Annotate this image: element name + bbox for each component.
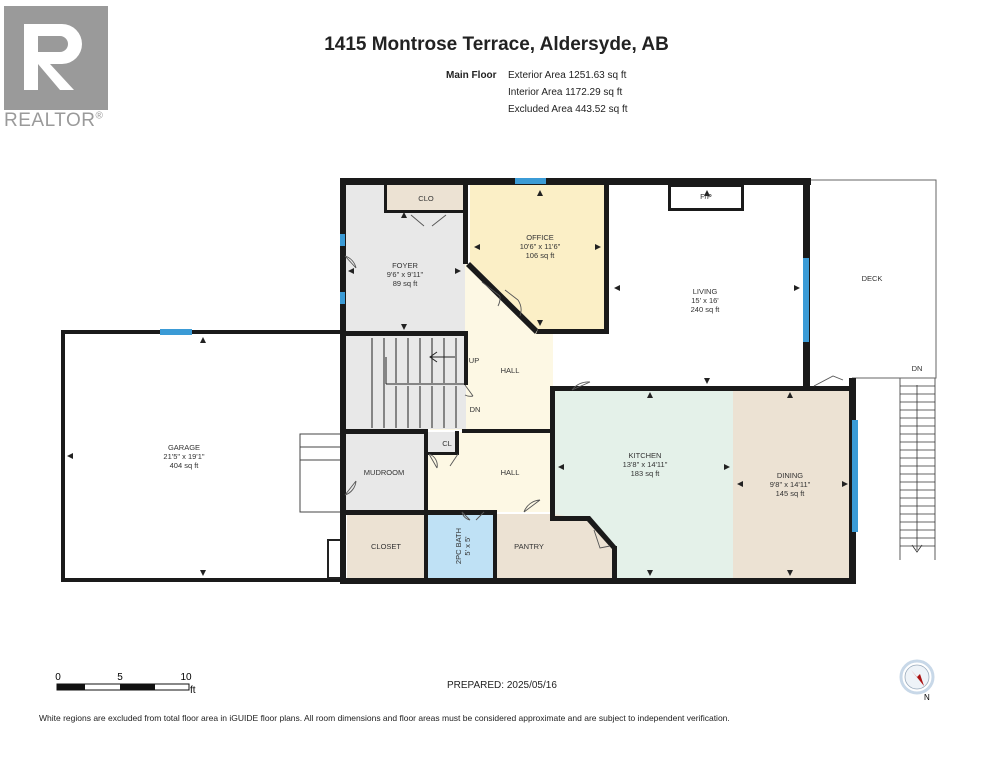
hall-lower-label: HALL xyxy=(501,468,520,477)
stairs-lines xyxy=(371,338,466,428)
dining-room xyxy=(733,388,853,578)
garage-walls xyxy=(61,329,344,582)
dining-label: DINING xyxy=(777,471,803,480)
foyer-area: 89 sq ft xyxy=(393,279,419,288)
kitchen-label: KITCHEN xyxy=(629,451,662,460)
bath-room xyxy=(426,514,493,578)
clo-label: CLO xyxy=(418,194,434,203)
stairs-area xyxy=(344,333,466,429)
garage-label: GARAGE xyxy=(168,443,200,452)
foyer-room xyxy=(344,184,465,333)
foyer-dims: 9'6" x 9'11" xyxy=(387,270,424,279)
office-label: OFFICE xyxy=(526,233,554,242)
interior-area: Interior Area 1172.29 sq ft xyxy=(508,87,623,98)
office-room xyxy=(470,184,606,331)
scale-bar: 0 5 10 ft xyxy=(55,672,196,696)
compass-icon: N xyxy=(899,659,935,702)
scale-label-0: 0 xyxy=(55,672,61,683)
cl-label: CL xyxy=(442,439,452,448)
deck-dn-label: DN xyxy=(912,364,923,373)
living-room xyxy=(553,184,806,386)
hall-upper-room xyxy=(430,212,553,430)
measure-arrows xyxy=(67,190,848,576)
pantry-label: PANTRY xyxy=(514,542,544,551)
living-area: 240 sq ft xyxy=(691,305,721,314)
closet-label: CLOSET xyxy=(371,542,401,551)
realtor-logo-icon xyxy=(4,6,108,110)
dining-dims: 9'8" x 14'11" xyxy=(770,480,811,489)
floor-label: Main Floor xyxy=(446,70,497,81)
doors xyxy=(344,214,844,549)
excluded-area: Excluded Area 443.52 sq ft xyxy=(508,104,628,115)
office-dims: 10'6" x 11'6" xyxy=(520,242,561,251)
office-area: 106 sq ft xyxy=(526,251,556,260)
deck-outline xyxy=(808,179,937,379)
stairs-dn-label: DN xyxy=(470,405,481,414)
garage-area: 404 sq ft xyxy=(170,461,200,470)
kitchen-area: 183 sq ft xyxy=(631,469,661,478)
stairs-up-label: UP xyxy=(469,356,479,365)
plan-title: 1415 Montrose Terrace, Aldersyde, AB xyxy=(324,34,669,55)
deck-label: DECK xyxy=(862,274,883,283)
cl-room xyxy=(426,432,458,454)
deck-stairs xyxy=(899,378,936,560)
compass-label: N xyxy=(924,693,930,702)
dining-area: 145 sq ft xyxy=(776,489,806,498)
garage-dims: 21'5" x 19'1" xyxy=(163,452,204,461)
mudroom-label: MUDROOM xyxy=(364,468,404,477)
pantry-room xyxy=(497,514,614,578)
windows xyxy=(340,178,858,532)
walls xyxy=(340,178,856,584)
scale-unit: ft xyxy=(190,685,196,696)
fp-label: F/P xyxy=(700,192,712,201)
closet-room xyxy=(347,514,424,578)
living-label: LIVING xyxy=(693,287,718,296)
clo-room xyxy=(384,184,465,212)
prepared-date: PREPARED: 2025/05/16 xyxy=(447,680,557,691)
hall-upper-label: HALL xyxy=(501,366,520,375)
foyer-label: FOYER xyxy=(392,261,418,270)
mudroom-room xyxy=(344,432,426,512)
bath-dims: 5' x 5' xyxy=(463,536,472,556)
realtor-wordmark: REALTOR® xyxy=(4,110,104,131)
bath-label: 2PC BATH xyxy=(454,528,463,564)
kitchen-dims: 13'8" x 14'11" xyxy=(623,460,668,469)
exterior-area: Exterior Area 1251.63 sq ft xyxy=(508,70,627,81)
scale-label-10: 10 xyxy=(180,672,192,683)
room-labels: OFFICE 10'6" x 11'6" 106 sq ft LIVING 15… xyxy=(163,192,922,564)
living-dims: 15' x 16' xyxy=(691,296,719,305)
disclaimer-footer: White regions are excluded from total fl… xyxy=(39,713,730,723)
scale-label-5: 5 xyxy=(117,672,123,683)
